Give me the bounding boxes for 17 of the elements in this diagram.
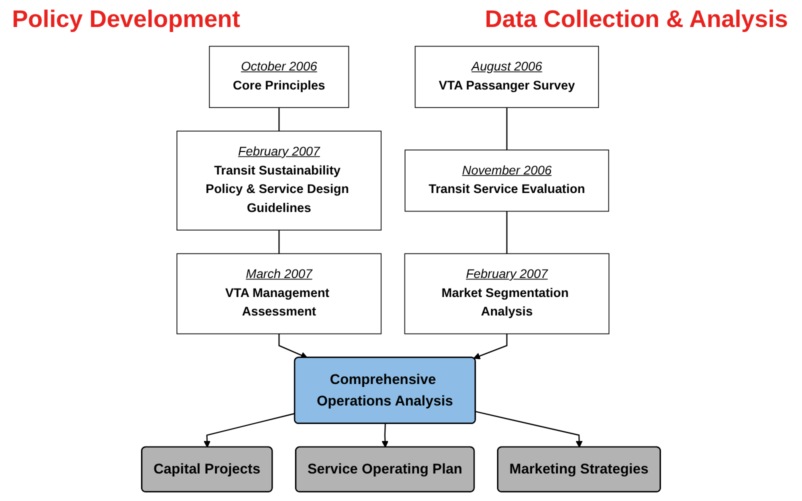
connector: [278, 230, 280, 254]
connector: [278, 108, 280, 132]
node-box: October 2006 Core Principles: [208, 46, 350, 108]
arrow: [278, 334, 308, 358]
node-box: March 2007 VTA Management Assessment: [176, 253, 382, 334]
arrow: [204, 412, 296, 448]
node-box: February 2007 Market Segmentation Analysis: [404, 253, 610, 334]
arrow: [473, 334, 508, 360]
arrow: [476, 411, 583, 448]
connector: [506, 108, 508, 150]
section-heading: Data Collection & Analysis: [484, 6, 788, 34]
connector: [506, 211, 508, 254]
node-box: February 2007 Transit Sustainability Policy & Service Design Guidelines: [176, 130, 382, 230]
node-box: August 2006 VTA Passanger Survey: [414, 46, 599, 108]
section-heading: Policy Development: [12, 6, 240, 34]
arrow: [382, 424, 389, 448]
node-box: November 2006 Transit Service Evaluation: [404, 150, 610, 212]
